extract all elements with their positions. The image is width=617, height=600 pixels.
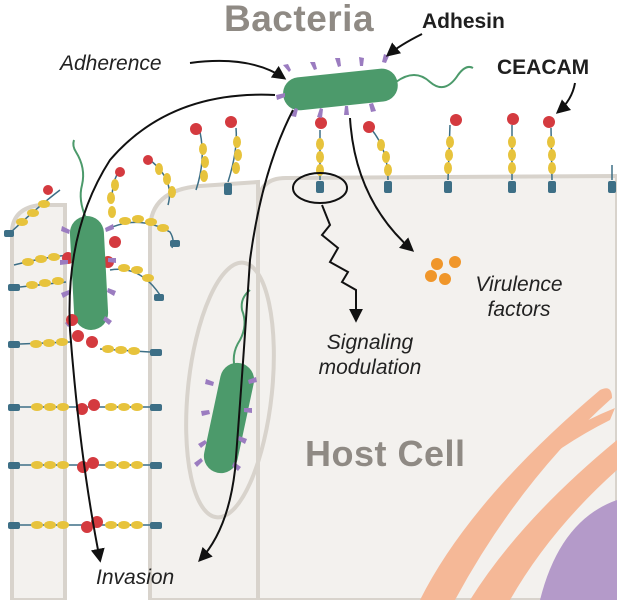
rod-bacterium-icon <box>276 54 474 118</box>
lateral-ceacam-receptors <box>4 167 180 533</box>
ceacam-chain-row <box>8 330 162 356</box>
signaling-label-line-2: modulation <box>318 356 422 379</box>
ceacam-receptor <box>224 116 242 195</box>
ceacam-receptor <box>109 215 180 249</box>
adherence-label: Adherence <box>60 52 162 75</box>
nucleus <box>540 500 617 600</box>
ceacam-chain-row <box>8 457 162 473</box>
ceacam-receptor <box>107 167 125 218</box>
ceacam-chain-row <box>8 277 67 291</box>
virulence-label-line-1: Virulence <box>475 273 563 296</box>
virulence-factors-label: Virulence factors <box>470 272 568 322</box>
adhesin-arrow <box>385 33 423 57</box>
ceacam-arrow <box>555 82 576 114</box>
rod-bacterium-icon <box>60 139 116 348</box>
adherence-arrow <box>189 59 287 80</box>
apical-ceacam-receptors <box>143 113 616 206</box>
ceacam-receptor <box>608 165 616 193</box>
invasion-label: Invasion <box>96 566 175 589</box>
invasion-path-right <box>198 109 294 563</box>
signaling-label-line-1: Signaling <box>326 331 414 354</box>
virulence-factor-icon <box>425 256 461 285</box>
ceacam-receptor <box>363 121 392 193</box>
ceacam-receptor <box>143 155 176 206</box>
ceacam-receptor <box>13 252 74 266</box>
bacteria-title: Bacteria <box>224 0 375 39</box>
arrows <box>68 33 576 563</box>
ceacam-chain-row <box>8 516 162 533</box>
signaling-modulation-label: Signaling modulation <box>308 330 432 380</box>
ceacam-receptor <box>507 113 519 193</box>
ceacam-receptor <box>543 116 556 193</box>
ceacam-receptor <box>102 256 164 301</box>
ceacam-label: CEACAM <box>497 56 590 79</box>
ceacam-receptor <box>4 185 61 237</box>
host-cell-title: Host Cell <box>305 433 466 474</box>
virulence-label-line-2: factors <box>487 298 551 321</box>
ceacam-receptor <box>444 114 462 193</box>
signaling-site-marker <box>292 172 348 204</box>
host-cell-left <box>10 203 67 600</box>
invasion-path-left <box>68 93 276 563</box>
virulence-arrow <box>349 117 415 252</box>
invasion-vacuole <box>184 260 276 520</box>
host-cell-layer <box>10 173 617 600</box>
ceacam-receptor <box>315 117 327 193</box>
host-cell-main <box>256 173 617 600</box>
signaling-arrow <box>320 204 363 323</box>
ceacam-chain-row <box>8 399 162 415</box>
adhesin-label: Adhesin <box>422 10 505 33</box>
ceacam-receptor <box>190 123 209 191</box>
